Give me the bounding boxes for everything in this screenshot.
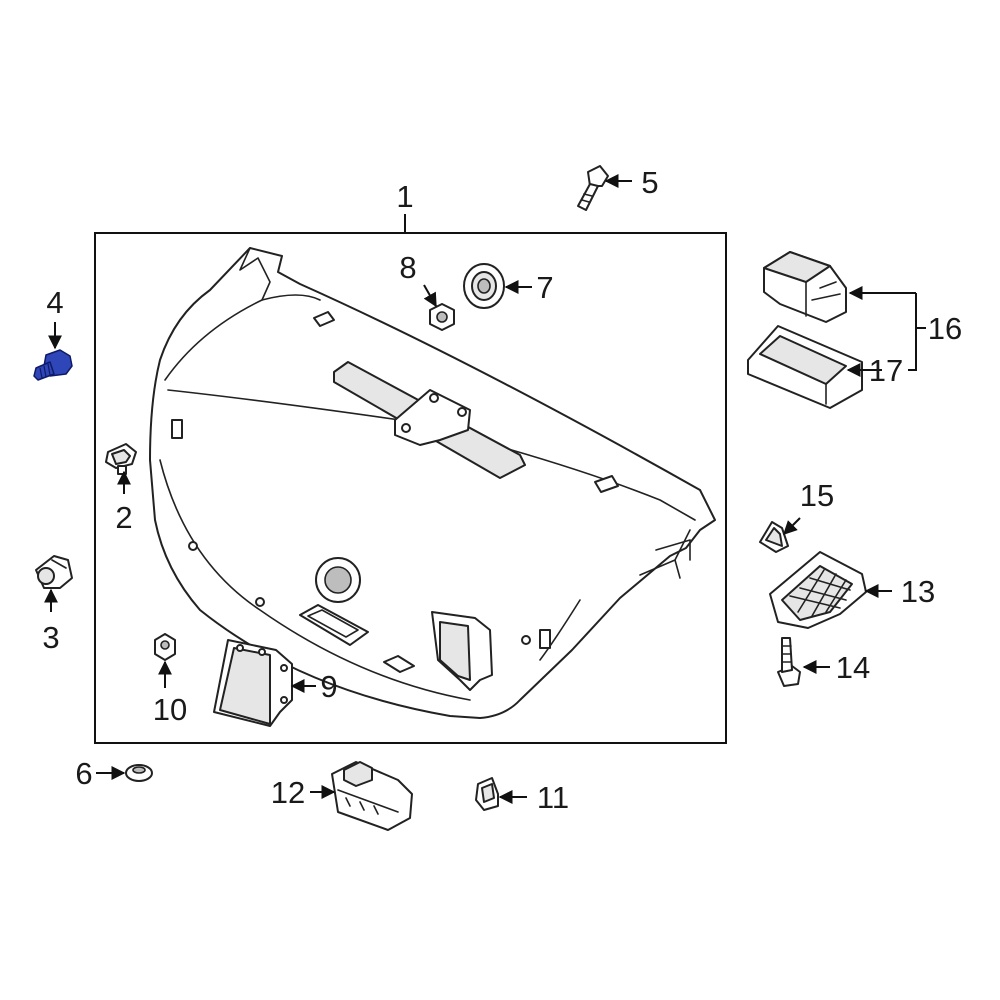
bolt-part-14[interactable] [777,637,801,687]
label-10: 10 [153,692,187,727]
trim-clip-part-2[interactable] [105,443,137,475]
switch-part-12[interactable] [331,761,413,831]
nut-part-10[interactable] [154,633,176,661]
label-11: 11 [537,780,569,815]
callout-labels: 1 2 3 4 5 6 7 8 9 10 11 12 13 14 15 16 1… [42,165,962,815]
bracket-part-9[interactable] [213,639,293,727]
label-15: 15 [800,478,834,513]
actuator-part-16[interactable] [763,251,847,323]
clip-part-15[interactable] [759,521,789,553]
nut-part-8[interactable] [429,303,455,331]
leader-lines [44,174,926,804]
label-2: 2 [115,500,132,535]
label-3: 3 [42,620,59,655]
label-8: 8 [399,250,416,285]
label-6: 6 [75,756,92,791]
bracket-tray-part-17[interactable] [747,325,863,409]
washer-part-6[interactable] [125,764,153,782]
lamp-housing-part-13[interactable] [769,551,867,629]
label-9: 9 [320,669,337,704]
label-17: 17 [869,353,903,388]
clip-part-11[interactable] [475,777,499,811]
label-16: 16 [928,311,962,346]
label-4: 4 [46,285,63,320]
assembly-frame [94,232,727,744]
retainer-part-3[interactable] [35,555,73,589]
label-7: 7 [536,270,553,305]
label-1: 1 [396,179,413,214]
highlighted-screw-part-4[interactable] [33,349,73,381]
bolt-part-5[interactable] [577,165,609,211]
grommet-part-7[interactable] [463,263,505,309]
label-13: 13 [901,574,935,609]
label-5: 5 [641,165,658,200]
trunk-lid-trim-panel[interactable] [149,247,716,719]
label-14: 14 [836,650,870,685]
label-12: 12 [271,775,305,810]
